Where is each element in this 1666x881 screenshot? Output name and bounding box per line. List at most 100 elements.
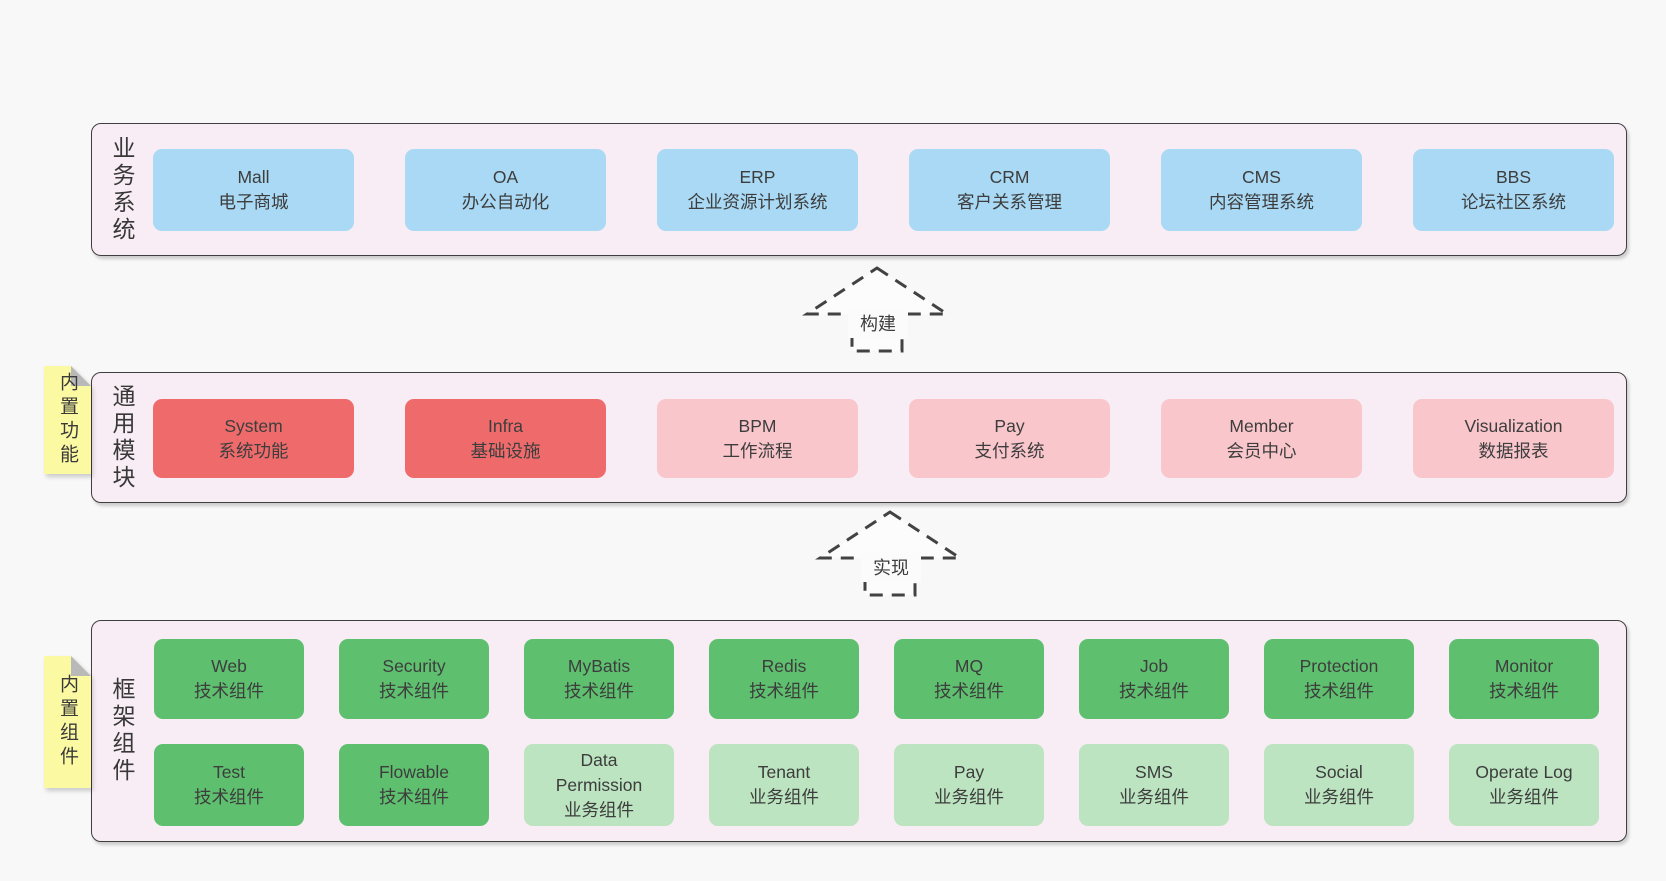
box-subtitle: 电子商城 [218, 192, 289, 212]
box-title: Data Permission [555, 749, 643, 795]
box-subtitle: 业务组件 [564, 799, 634, 820]
box-title: Redis [761, 656, 807, 676]
box-title: Infra [487, 415, 524, 436]
box-subtitle: 技术组件 [749, 681, 819, 701]
box-subtitle: 系统功能 [218, 440, 289, 461]
box-title: BBS [1495, 167, 1532, 187]
box-data-permission: Data Permission 业务组件 [524, 744, 674, 826]
box-title: MyBatis [567, 656, 631, 676]
box-title: Operate Log [1475, 762, 1573, 782]
box-subtitle: 基础设施 [470, 440, 541, 461]
box-cms: CMS 内容管理系统 [1161, 149, 1362, 231]
section-label-components: 框架组件 [109, 677, 135, 785]
box-infra: Infra 基础设施 [405, 399, 606, 478]
box-subtitle: 技术组件 [1304, 681, 1374, 701]
box-subtitle: 内容管理系统 [1209, 192, 1314, 212]
box-subtitle: 办公自动化 [461, 192, 550, 212]
box-subtitle: 论坛社区系统 [1461, 192, 1566, 212]
box-subtitle: 业务组件 [1304, 787, 1374, 807]
box-subtitle: 技术组件 [194, 787, 264, 807]
sticky-note-text: 内置功能 [57, 372, 78, 468]
box-bbs: BBS 论坛社区系统 [1413, 149, 1614, 231]
sticky-note-text: 内置组件 [57, 674, 78, 770]
box-subtitle: 业务组件 [749, 787, 819, 807]
box-subtitle: 技术组件 [194, 681, 264, 701]
arrow-label-chip [848, 308, 908, 338]
box-title: Pay [994, 415, 1025, 436]
box-title: BPM [738, 415, 777, 436]
box-subtitle: 技术组件 [1489, 681, 1559, 701]
box-pay: Pay 业务组件 [894, 744, 1044, 826]
box-system: System 系统功能 [153, 399, 354, 478]
box-title: Test [212, 762, 246, 782]
box-social: Social 业务组件 [1264, 744, 1414, 826]
box-subtitle: 技术组件 [379, 681, 449, 701]
box-mall: Mall 电子商城 [153, 149, 354, 231]
sticky-note-builtin-features: 内置功能 [44, 366, 91, 474]
box-title: OA [492, 167, 519, 187]
box-title: Monitor [1494, 656, 1554, 676]
box-subtitle: 客户关系管理 [957, 192, 1062, 212]
arrow-label-chip [861, 552, 921, 582]
box-title: Tenant [757, 762, 811, 782]
box-title: Job [1139, 656, 1169, 676]
box-test: Test 技术组件 [154, 744, 304, 826]
box-title: Member [1229, 415, 1294, 436]
box-subtitle: 技术组件 [564, 681, 634, 701]
arrow-up-build-icon [801, 266, 953, 353]
box-mybatis: MyBatis 技术组件 [524, 639, 674, 719]
box-title: Pay [953, 762, 985, 782]
box-subtitle: 技术组件 [379, 787, 449, 807]
section-label-business: 业务系统 [109, 135, 135, 244]
box-monitor: Monitor 技术组件 [1449, 639, 1599, 719]
box-title: Social [1315, 762, 1363, 782]
box-subtitle: 会员中心 [1226, 440, 1297, 461]
box-visualization: Visualization 数据报表 [1413, 399, 1614, 478]
box-title: Flowable [378, 762, 450, 782]
box-title: ERP [739, 167, 776, 187]
box-operate-log: Operate Log 业务组件 [1449, 744, 1599, 826]
box-crm: CRM 客户关系管理 [909, 149, 1110, 231]
arrow-label-implement: 实现 [873, 558, 909, 578]
box-title: CMS [1242, 167, 1281, 187]
box-title: CRM [989, 167, 1030, 187]
sticky-note-body [44, 656, 91, 788]
arrow-label-build: 构建 [860, 314, 896, 334]
folded-corner-icon [71, 656, 91, 676]
box-title: MQ [954, 656, 984, 676]
section-label-modules: 通用模块 [109, 383, 135, 492]
box-title: Web [211, 656, 247, 676]
box-title: System [224, 415, 283, 436]
box-title: Visualization [1464, 415, 1563, 436]
box-web: Web 技术组件 [154, 639, 304, 719]
sticky-note-builtin-components: 内置组件 [44, 656, 91, 788]
box-pay: Pay 支付系统 [909, 399, 1110, 478]
box-sms: SMS 业务组件 [1079, 744, 1229, 826]
box-protection: Protection 技术组件 [1264, 639, 1414, 719]
box-subtitle: 技术组件 [934, 681, 1004, 701]
box-subtitle: 业务组件 [934, 787, 1004, 807]
box-subtitle: 数据报表 [1478, 440, 1549, 461]
arrow-up-implement-icon [814, 510, 966, 597]
box-title: SMS [1135, 762, 1173, 782]
box-subtitle: 支付系统 [974, 440, 1045, 461]
box-subtitle: 业务组件 [1489, 787, 1559, 807]
box-title: Mall [237, 167, 270, 187]
box-flowable: Flowable 技术组件 [339, 744, 489, 826]
box-subtitle: 业务组件 [1119, 787, 1189, 807]
box-tenant: Tenant 业务组件 [709, 744, 859, 826]
box-title: Protection [1299, 656, 1379, 676]
box-oa: OA 办公自动化 [405, 149, 606, 231]
box-redis: Redis 技术组件 [709, 639, 859, 719]
box-member: Member 会员中心 [1161, 399, 1362, 478]
